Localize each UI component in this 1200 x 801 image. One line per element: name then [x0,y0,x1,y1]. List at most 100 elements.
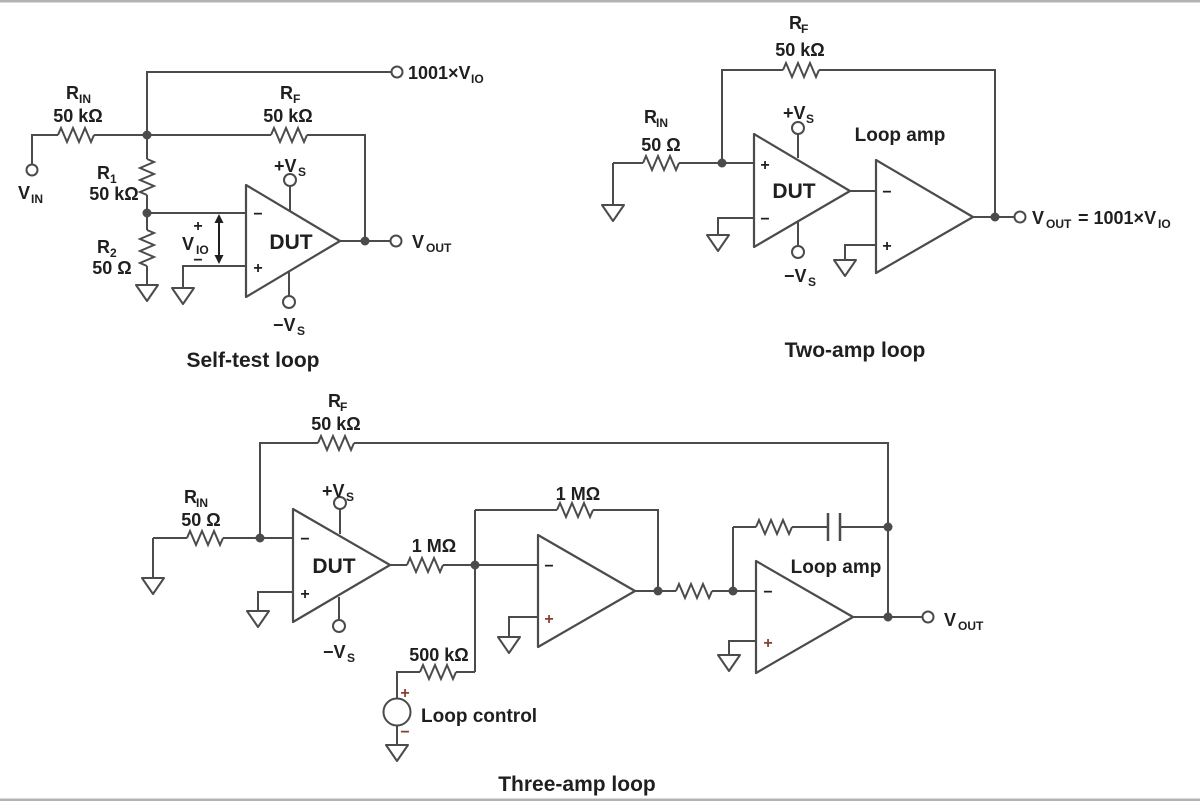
inverting-pin-sign: − [253,206,262,223]
loop-opamp [754,559,855,675]
vs-pos-terminal [791,121,805,135]
noninverting-pin-sign: + [544,611,553,628]
vout-equation-sub: IO [1158,217,1171,231]
vout-label: V [1032,208,1044,228]
ground-symbol [135,284,159,302]
inverting-pin-sign: − [300,531,309,548]
vio-label-sub: IO [196,243,209,257]
r1-label: R [97,163,110,183]
rf-resistor [782,60,820,80]
ground-symbol [385,744,409,762]
rin-label: R [184,487,197,507]
series-1m-resistor [406,555,444,575]
ground-symbol [833,259,857,277]
top-border [0,0,1200,3]
feedback-1m-value: 1 MΩ [556,484,600,504]
two-amp-loop-circuit: R F 50 kΩ R IN 50 Ω +V S −V S + − DUT Lo… [601,13,1171,362]
rf-value: 50 kΩ [263,106,312,126]
vin-terminal [25,163,39,177]
rin-value: 50 Ω [641,135,680,155]
vs-neg-label: −V [323,642,346,662]
vout-label: V [944,610,956,630]
rin-resistor [642,153,680,173]
wire [844,244,876,260]
loop-opamp [874,158,975,275]
vio-label: V [182,234,194,254]
wire [819,69,996,217]
loop-feedback-resistor [755,517,793,537]
vout-terminal [1013,210,1027,224]
rin-label: R [66,83,79,103]
rin-label-sub: IN [196,496,208,510]
vin-label: V [18,183,30,203]
noninverting-pin-sign: + [300,586,309,603]
wire [728,640,756,655]
junction-dot [653,586,663,596]
vs-pos-terminal [333,496,347,510]
ground-symbol [706,234,730,252]
arrow-up-icon [214,214,224,223]
r2-resistor [137,229,157,267]
noninverting-pin-sign: + [882,238,891,255]
self-test-loop-circuit: R IN 50 kΩ R 1 50 kΩ R 2 50 Ω R F 50 kΩ … [18,63,484,372]
dut-opamp [752,132,852,249]
rin-label: R [644,107,657,127]
r2-value: 50 Ω [92,258,131,278]
vs-pos-label: +V [274,156,297,176]
junction-dot [142,208,152,218]
vs-neg-label-sub: S [297,324,305,338]
feedback-1m-resistor [556,500,594,520]
wire [146,71,391,135]
vout-terminal [389,234,403,248]
junction-dot [142,130,152,140]
dut-label: DUT [312,555,355,578]
junction-dot [728,586,738,596]
vs-pos-label-sub: S [298,165,306,179]
wire [31,134,58,164]
vs-pos-label-sub: S [346,490,354,504]
inverting-pin-sign: − [760,211,769,228]
junction-dot [255,533,265,543]
rin-value: 50 kΩ [53,106,102,126]
vs-neg-label-sub: S [347,651,355,665]
noninverting-pin-sign: + [763,635,772,652]
rf-label-sub: F [340,400,347,414]
inverting-pin-sign: − [882,184,891,201]
rf-value: 50 kΩ [311,414,360,434]
control-500k-value: 500 kΩ [409,645,468,665]
rf-label-sub: F [293,92,300,106]
dut-label: DUT [269,231,312,254]
vio-plus-sign: + [193,218,202,235]
rin-resistor [186,528,224,548]
vs-neg-terminal [791,245,805,259]
rf-resistor [270,125,308,145]
r2-label-sub: 2 [110,246,117,260]
rin-label-sub: IN [656,116,668,130]
dut-opamp [244,183,342,299]
junction-dot [883,522,893,532]
circuit-caption: Self-test loop [186,349,319,372]
control-500k-resistor [419,662,457,682]
wire [307,134,366,241]
bottom-border [0,798,1200,801]
source-plus-sign: + [400,685,409,702]
junction-dot [470,560,480,570]
loop-control-label: Loop control [421,706,537,727]
ground-symbol [497,636,521,654]
wire [721,69,783,163]
series-1m-value: 1 MΩ [412,536,456,556]
rf-label: R [280,83,293,103]
three-amp-loop-circuit: R F 50 kΩ R IN 50 Ω 1 MΩ 1 MΩ 500 kΩ +V … [141,391,984,796]
noninverting-pin-sign: + [253,260,262,277]
interstage-resistor [675,581,713,601]
vs-pos-label: +V [322,481,345,501]
vs-pos-label-sub: S [806,112,814,126]
tap-terminal [390,65,404,79]
vs-neg-label-sub: S [808,275,816,289]
junction-dot [360,236,370,246]
junction-dot [717,158,727,168]
vio-minus-sign: − [193,252,202,269]
feedback-capacitor [826,513,842,541]
inverting-pin-sign: − [763,584,772,601]
tap-label: 1001×V [408,63,471,83]
